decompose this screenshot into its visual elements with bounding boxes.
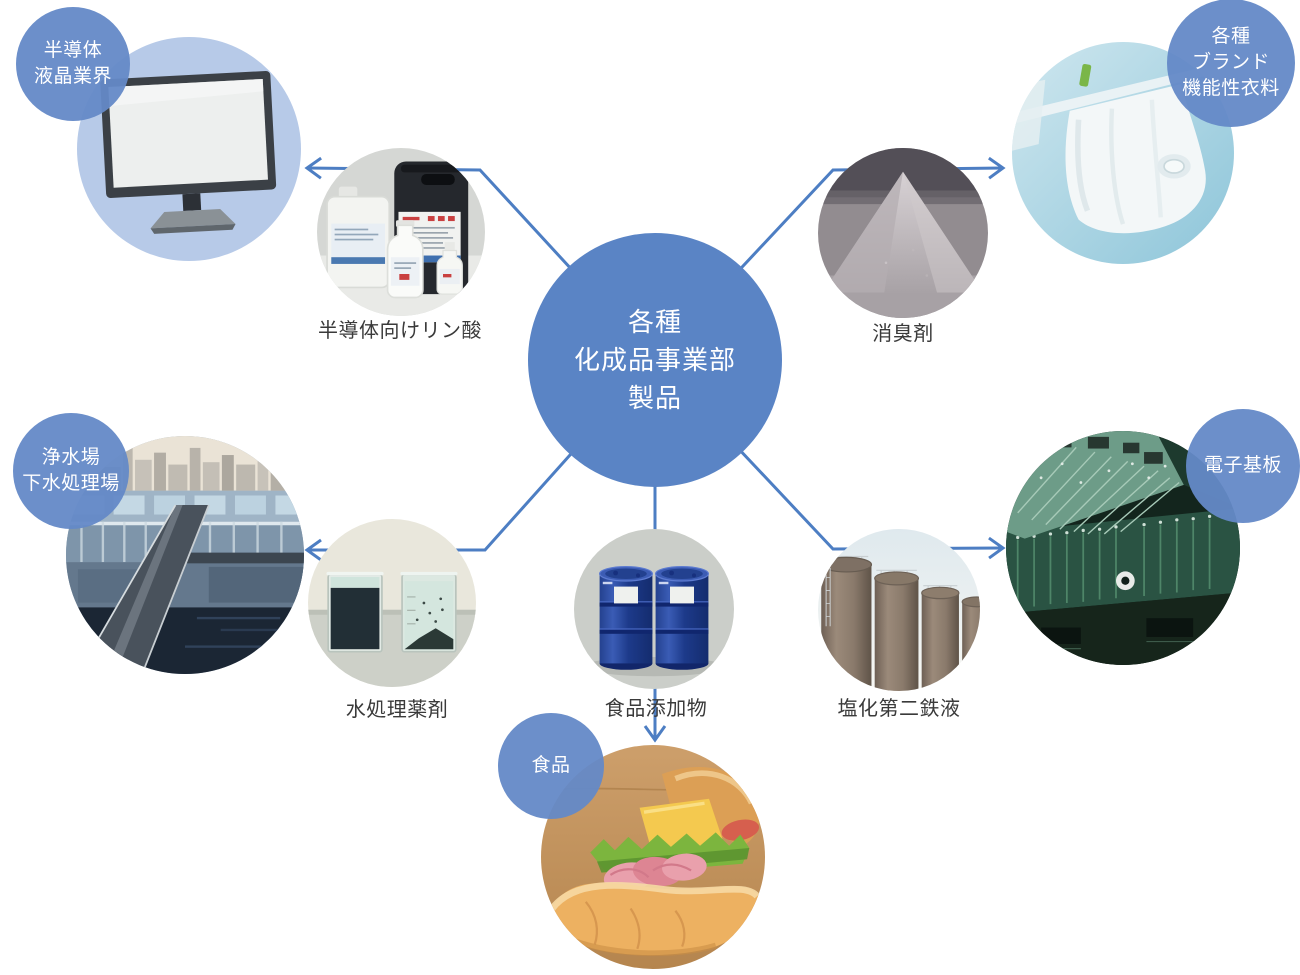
chemical-containers-illustration (317, 148, 485, 316)
semiconductor-label-line-1: 半導体 (43, 40, 103, 61)
label-circle-circuit-board: 電子基板 (1186, 409, 1300, 523)
bottom-boards (1006, 592, 1240, 665)
caption-food-additives: 食品添加物 (604, 698, 708, 720)
drum-right (655, 566, 709, 670)
photo-circle-deodorant (818, 148, 988, 318)
label-circle-food: 食品 (498, 713, 604, 819)
photo-circle-food-additives (574, 529, 734, 689)
hub-circle: 各種 化成品事業部 製品 (528, 233, 782, 487)
white-shirt (1065, 84, 1206, 234)
desktop-monitor-icon (100, 70, 277, 234)
drum-left (599, 566, 653, 670)
caption-deodorant: 消臭剤 (872, 323, 934, 345)
photo-circle-phosphoric-acid (317, 148, 485, 316)
tomato (721, 819, 760, 841)
food-label: 食品 (531, 755, 571, 776)
white-jerrycan (326, 186, 391, 289)
label-circle-apparel: 各種 ブランド 機能性衣料 (1167, 0, 1295, 127)
hub-title-line-3: 製品 (627, 383, 682, 413)
apparel-label-line-3: 機能性衣料 (1182, 78, 1280, 99)
circuit-board-label: 電子基板 (1203, 455, 1282, 476)
label-circle-semiconductor: 半導体 液晶業界 (16, 7, 130, 121)
storage-tanks-illustration (818, 529, 980, 691)
caption-ferric-chloride: 塩化第二鉄液 (837, 698, 961, 720)
bottom-bread (549, 882, 760, 956)
powder-cone (823, 171, 983, 293)
hub-title-line-2: 化成品事業部 (573, 345, 736, 375)
middle-board (1006, 508, 1240, 614)
caption-water-chemicals: 水処理薬剤 (345, 699, 449, 721)
photo-circle-ferric-chloride (818, 529, 980, 691)
water-plant-label-line-2: 下水処理場 (22, 473, 120, 494)
small-bottle (436, 242, 463, 295)
clothespin (1079, 63, 1092, 87)
beakers-illustration (308, 519, 476, 687)
photo-circle-water-chemicals (308, 519, 476, 687)
beaker-sediment (400, 571, 458, 653)
water-plant-label-line-1: 浄水場 (41, 447, 101, 468)
semiconductor-label-line-2: 液晶業界 (33, 66, 112, 87)
caption-phosphoric-acid: 半導体向けリン酸 (318, 320, 482, 342)
apparel-label-line-2: ブランド (1191, 52, 1270, 73)
beaker-dark-liquid (326, 571, 384, 653)
label-circle-water-plant: 浄水場 下水処理場 (13, 413, 129, 529)
hub-title-line-1: 各種 (627, 307, 682, 337)
powder-pile-illustration (818, 148, 988, 318)
white-bottle (386, 220, 424, 299)
tank-2 (874, 569, 920, 691)
apparel-label-line-1: 各種 (1211, 26, 1251, 47)
walkway (77, 504, 304, 674)
blue-drums-illustration (574, 529, 734, 689)
